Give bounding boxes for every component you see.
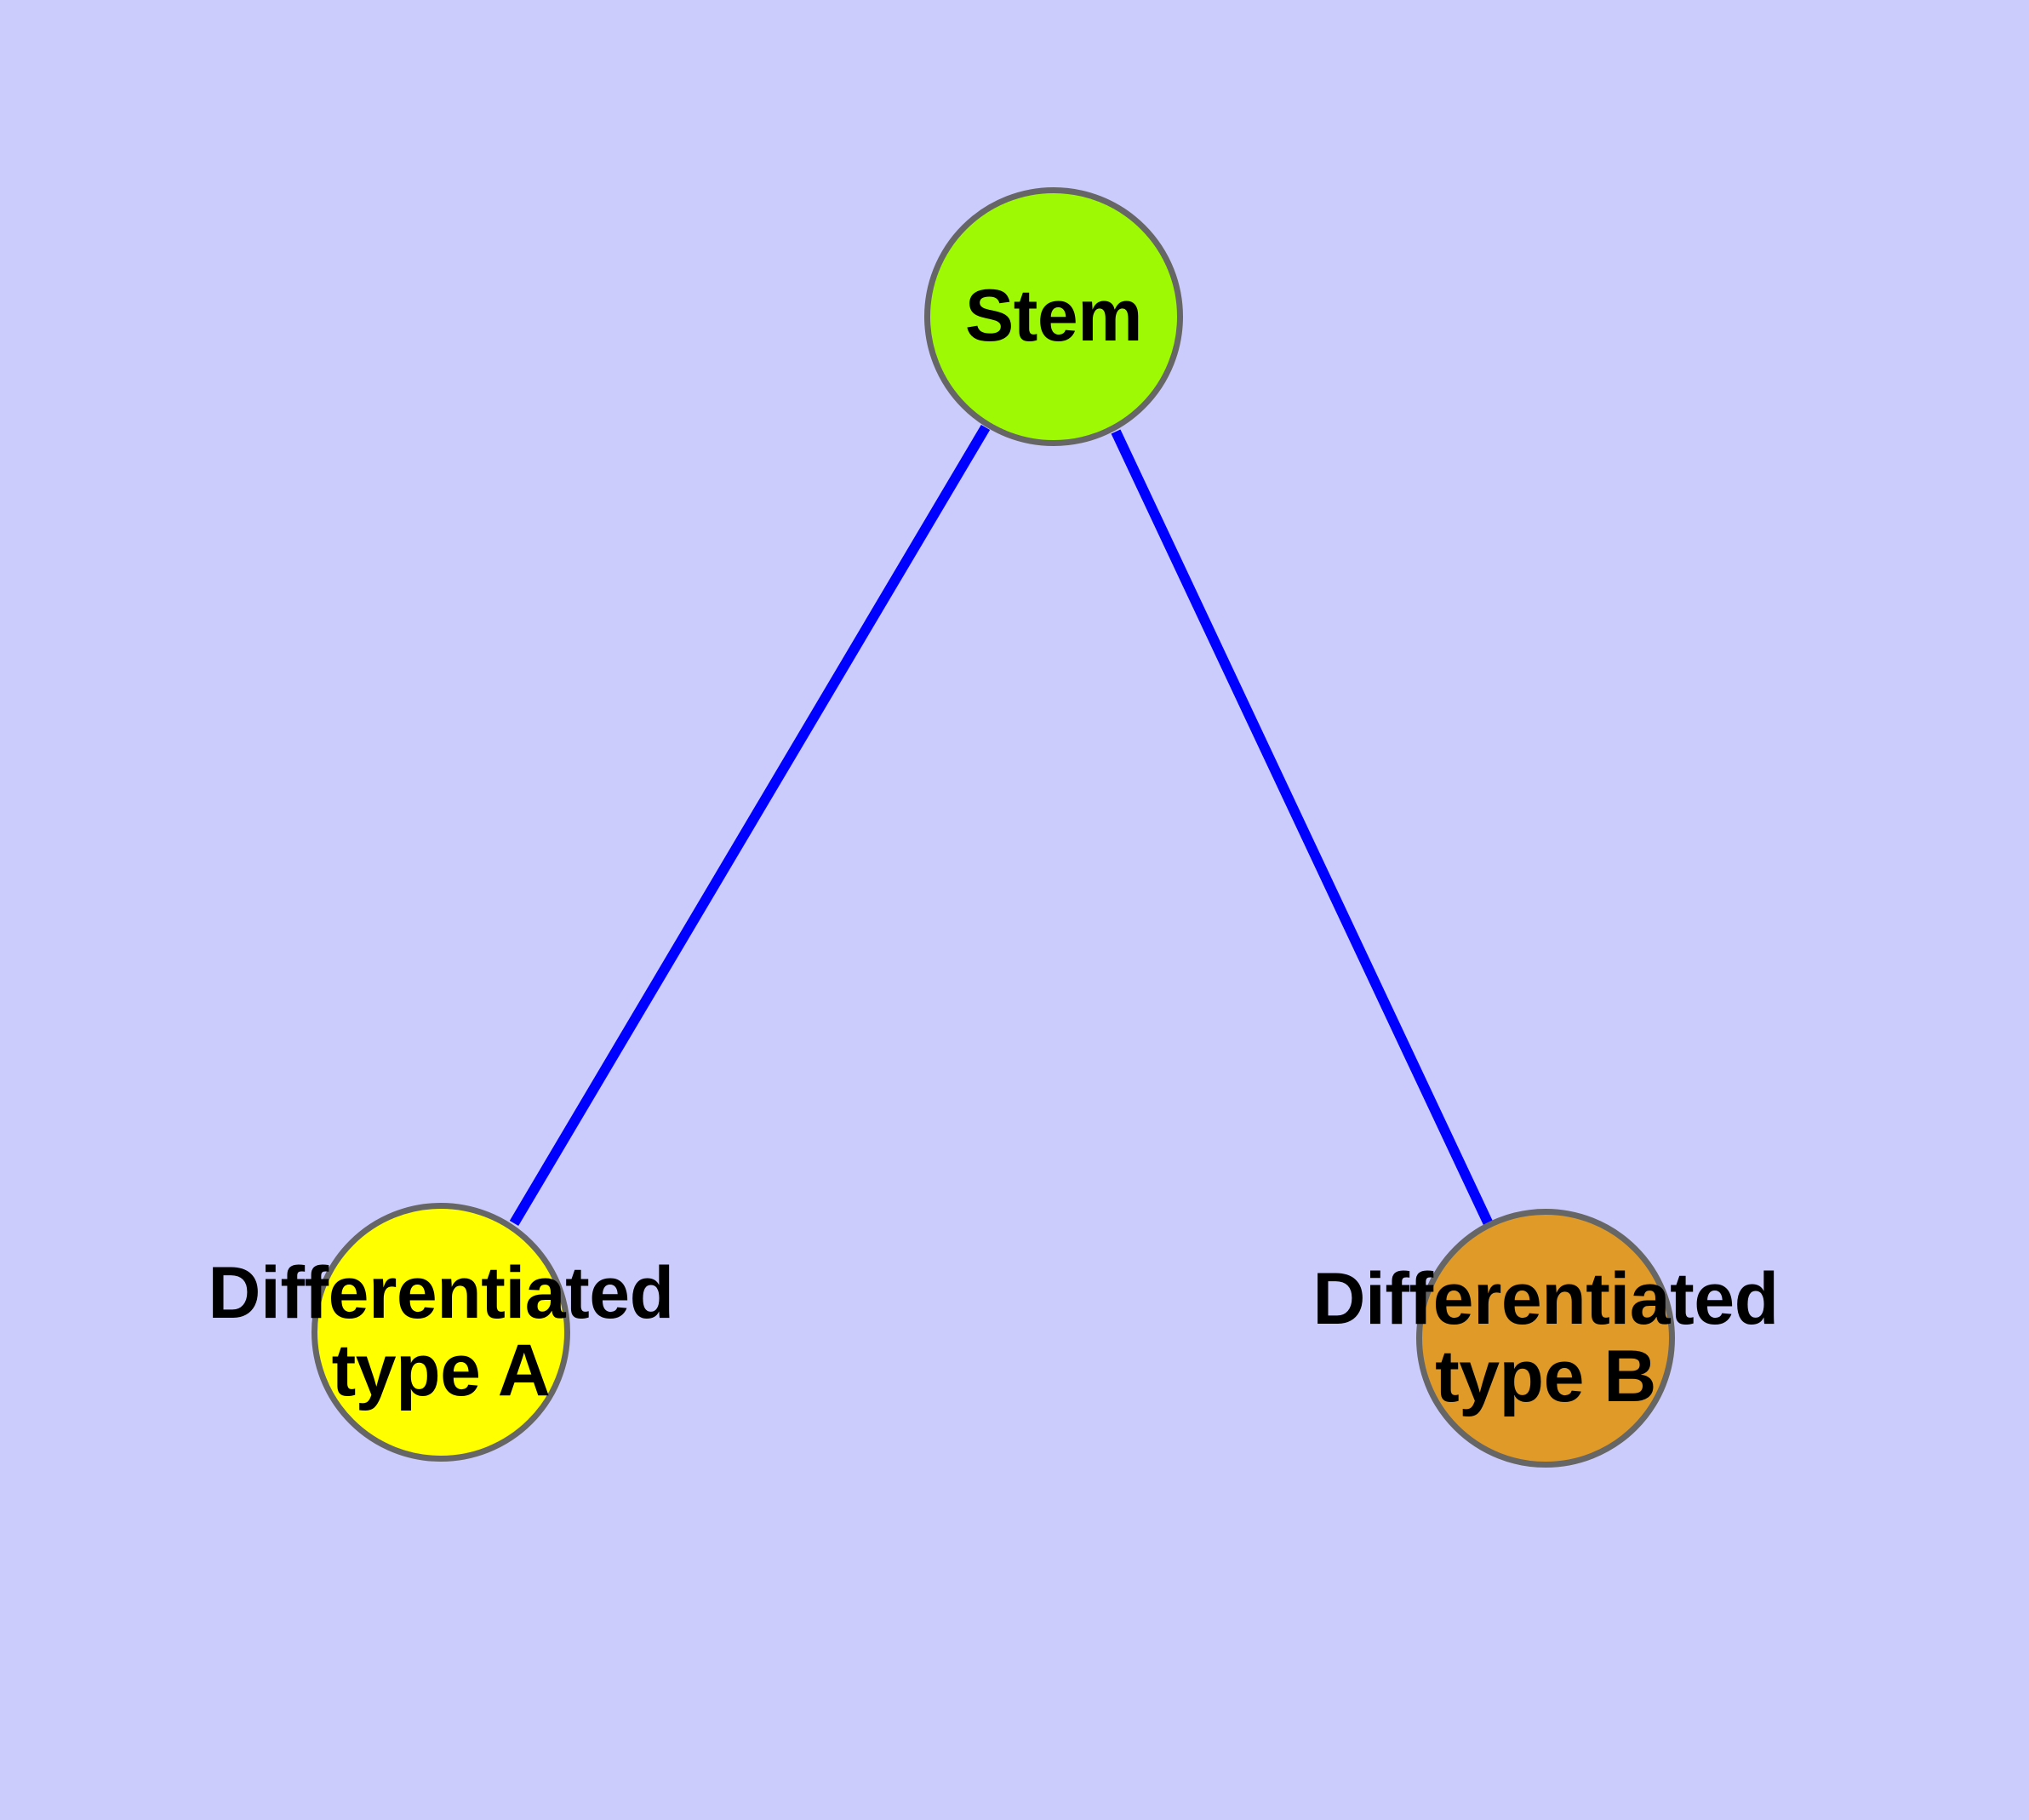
node-differentiated-type-a[interactable] (311, 1203, 570, 1462)
edge-stem-to-differentiated-type-a (509, 424, 991, 1227)
edge-stem-to-differentiated-type-b (1111, 429, 1495, 1228)
node-differentiated-type-b[interactable] (1416, 1209, 1675, 1468)
node-stem[interactable] (924, 187, 1183, 446)
